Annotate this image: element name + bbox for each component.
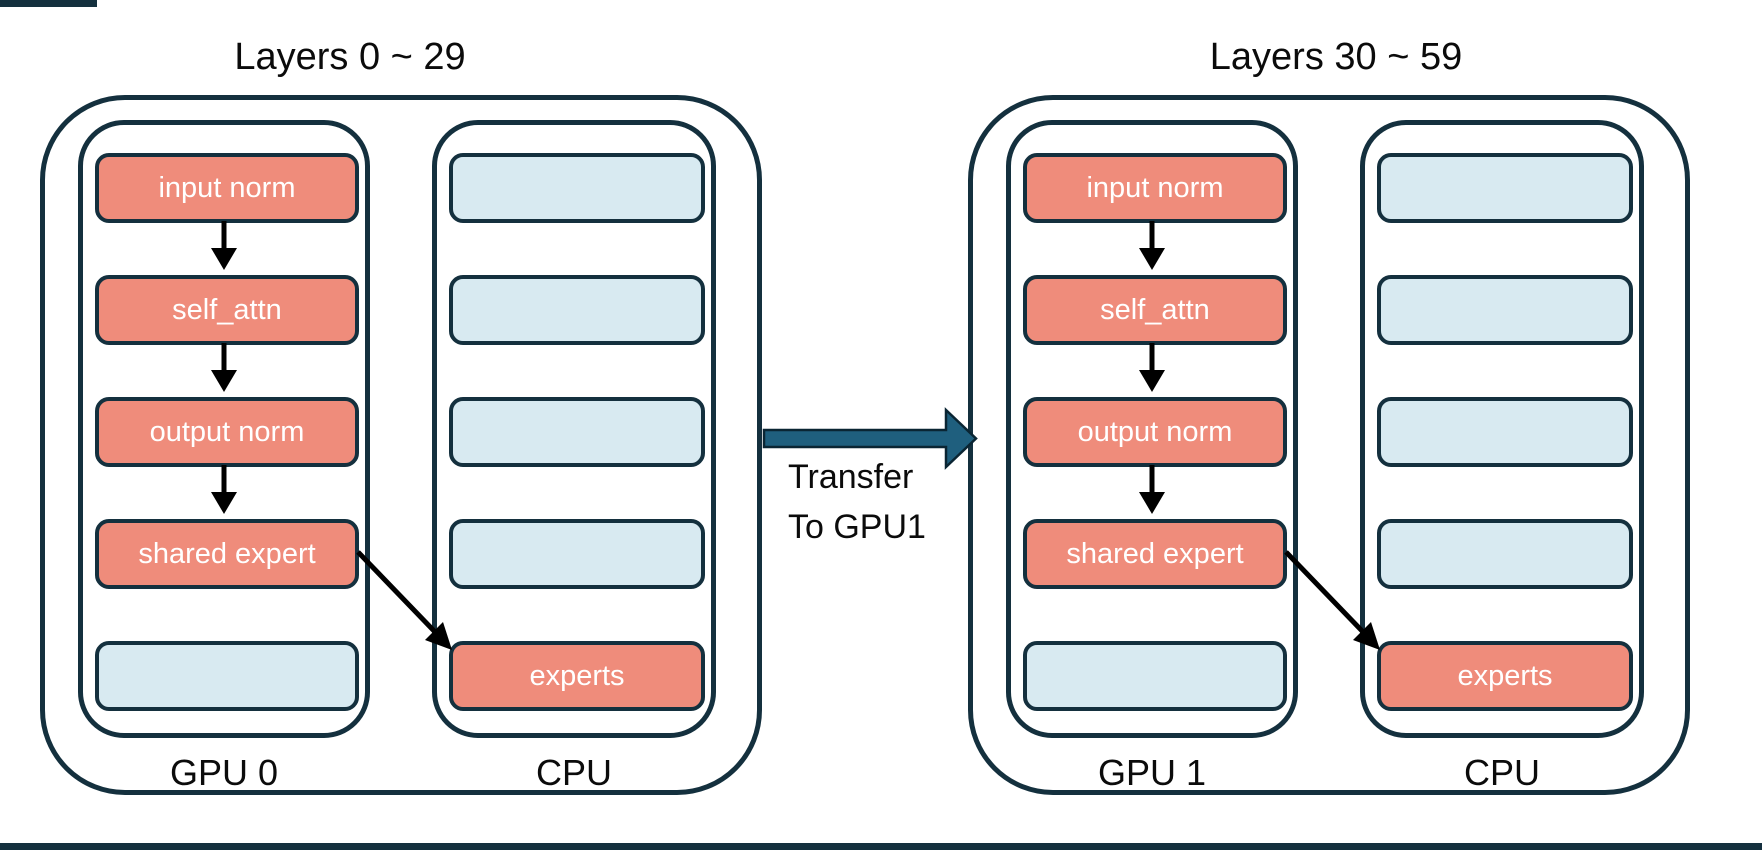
empty-slot [1023, 641, 1287, 711]
empty-slot [449, 153, 705, 223]
module-experts: experts [1377, 641, 1633, 711]
group-layers-0-29: input norm self_attn output norm shared … [40, 95, 762, 795]
module-shared-expert: shared expert [95, 519, 359, 589]
group-layers-30-59: input norm self_attn output norm shared … [968, 95, 1690, 795]
transfer-label-line2: To GPU1 [788, 508, 926, 546]
cpu-label-left: CPU [535, 752, 612, 793]
title-layers-30-59: Layers 30 ~ 59 [1209, 36, 1463, 78]
module-output-norm: output norm [1023, 397, 1287, 467]
gpu1-label: GPU 1 [1097, 752, 1207, 793]
cpu-column-left: experts [432, 120, 716, 738]
cpu-column-right: experts [1360, 120, 1644, 738]
transfer-label-line1: Transfer [788, 458, 914, 496]
empty-slot [1377, 275, 1633, 345]
title-layers-0-29: Layers 0 ~ 29 [234, 36, 466, 78]
empty-slot [449, 275, 705, 345]
empty-slot [1377, 397, 1633, 467]
module-self-attn: self_attn [1023, 275, 1287, 345]
empty-slot [1377, 519, 1633, 589]
gpu0-column: input norm self_attn output norm shared … [78, 120, 370, 738]
gpu1-column: input norm self_attn output norm shared … [1006, 120, 1298, 738]
bottom-edge-bar [0, 843, 1762, 850]
gpu0-label: GPU 0 [169, 752, 279, 793]
empty-slot [95, 641, 359, 711]
empty-slot [1377, 153, 1633, 223]
cpu-label-right: CPU [1463, 752, 1540, 793]
module-shared-expert: shared expert [1023, 519, 1287, 589]
empty-slot [449, 397, 705, 467]
top-edge-bar [0, 0, 97, 7]
empty-slot [449, 519, 705, 589]
module-self-attn: self_attn [95, 275, 359, 345]
module-experts: experts [449, 641, 705, 711]
module-output-norm: output norm [95, 397, 359, 467]
module-input-norm: input norm [1023, 153, 1287, 223]
transfer-label: Transfer To GPU1 [788, 452, 926, 552]
module-input-norm: input norm [95, 153, 359, 223]
